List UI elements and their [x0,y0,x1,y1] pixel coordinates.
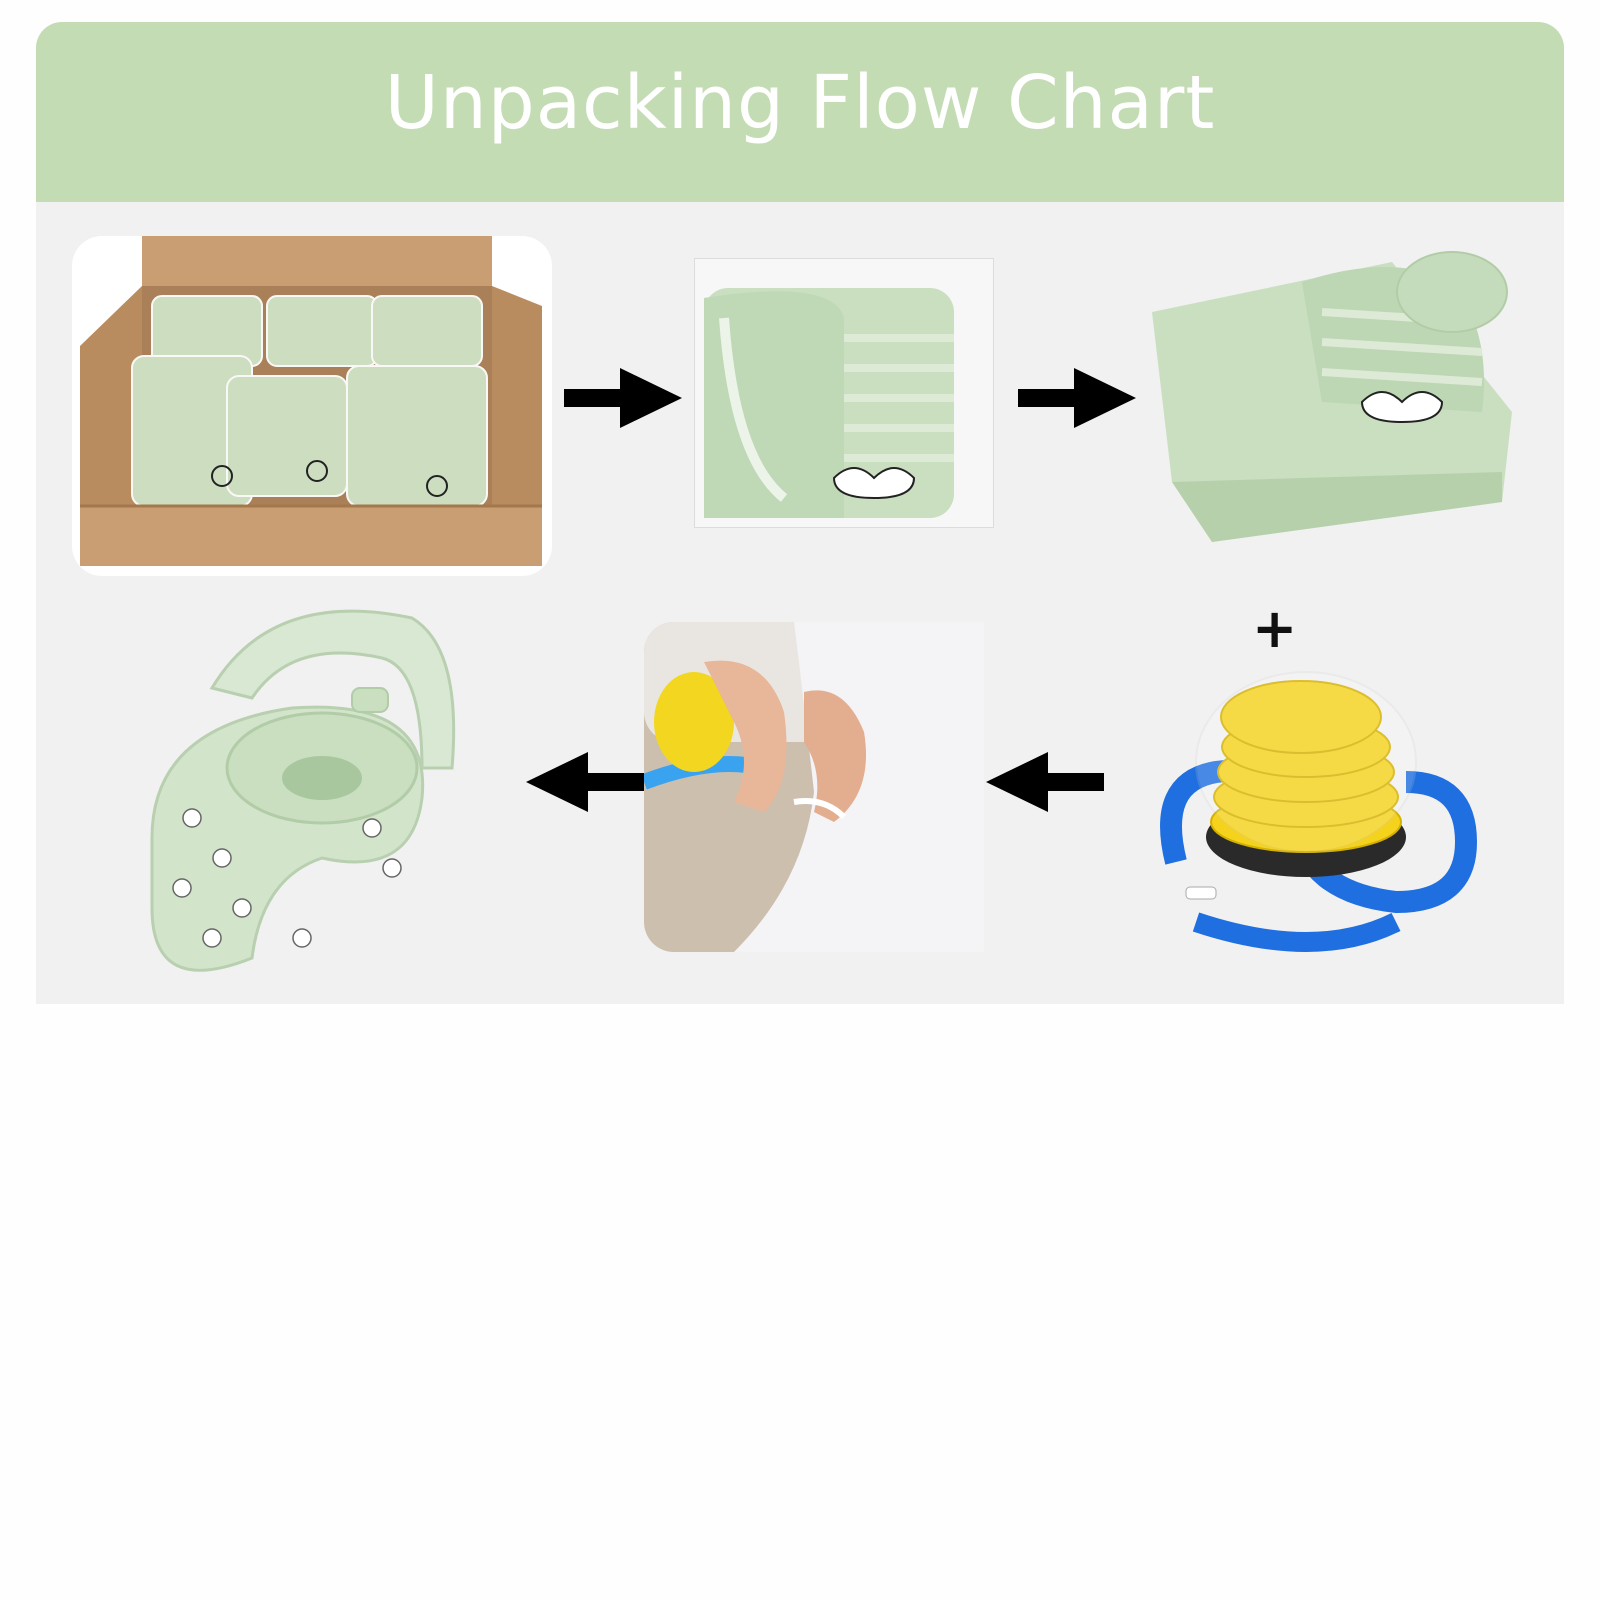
title-banner: Unpacking Flow Chart [36,22,1564,202]
step-6-inflated-float [92,578,472,998]
page-title: Unpacking Flow Chart [384,60,1216,146]
folded-float-icon [1152,251,1512,542]
step-3-folded-float [1152,242,1522,562]
step-1-shipping-box [72,236,552,576]
plus-sign: + [1252,597,1298,660]
arrow-right-2 [1018,368,1136,428]
inflated-float-icon [150,609,456,972]
step-2-sealed-bag [694,258,994,528]
arrow-right-1 [564,368,682,428]
shipping-box-icon [72,236,552,576]
sealed-bag-icon [694,258,994,528]
inflating-hands-icon [644,622,984,952]
step-5-inflating [644,622,984,952]
step-4-foot-pump [1136,662,1486,962]
arrow-left-2 [526,752,644,812]
arrow-left-1 [986,752,1104,812]
foot-pump-icon [1160,671,1478,952]
flow-chart-card: Unpacking Flow Chart [36,22,1564,1004]
